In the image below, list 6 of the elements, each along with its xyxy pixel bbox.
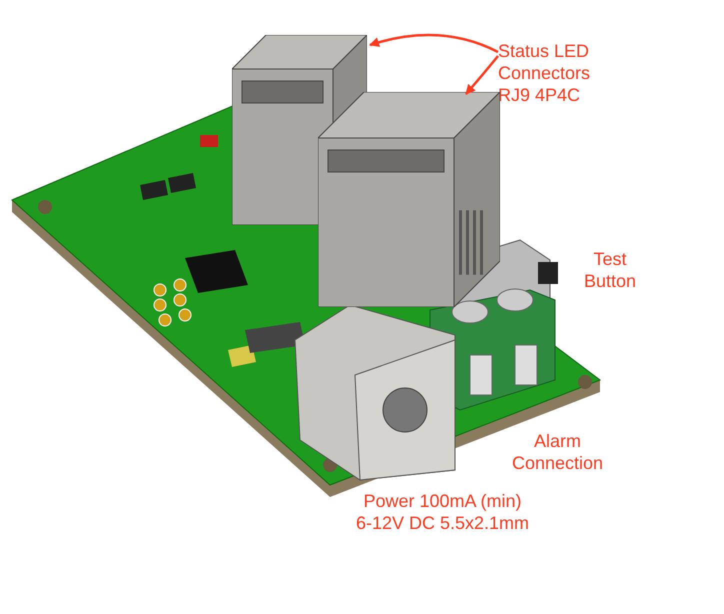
callout-text: Test Button (582, 248, 638, 292)
arrow (465, 55, 499, 95)
callout-text: Alarm Connection (510, 430, 604, 474)
callout-text: Status LED Connectors RJ9 4P4C (498, 40, 592, 106)
arrow (369, 34, 499, 54)
callout-text: Power 100mA (min) 6-12V DC 5.5x2.1mm (355, 490, 530, 534)
